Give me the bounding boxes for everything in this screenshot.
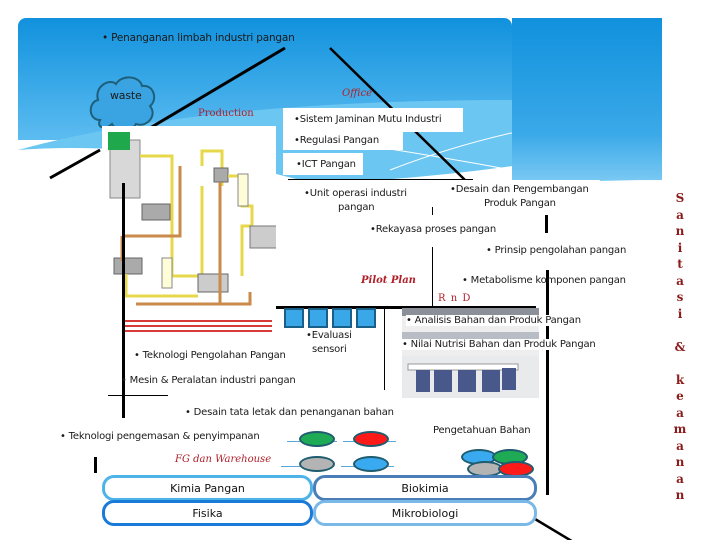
desain-box [440,180,600,214]
office-item-box [283,108,463,132]
office-item-ict: •ICT Pangan [296,159,356,170]
pilot-unit-operasi: •Unit operasi industri [304,188,407,199]
oval-blue [353,456,389,472]
pilot-prinsip: • Prinsip pengolahan pangan [486,245,627,256]
foundation-biokimia: Biokimia [313,475,537,501]
pilot-unit-operasi-cont: pangan [338,202,375,213]
pilot-desain-pengembangan: •Desain dan Pengembangan [450,184,589,195]
side-label-letter: S [675,191,685,205]
oval-gray [299,456,335,472]
zone-label-pilot-plan: Pilot Plan [361,275,416,286]
zone-label-fg-warehouse: FG dan Warehouse [175,454,272,465]
office-item-box [283,132,403,150]
pilot-rnd-divider [432,247,433,307]
side-label-letter: i [677,240,683,255]
laboratory-bench-icon [402,308,539,398]
left-wall [122,183,125,418]
fg-wall [94,457,97,473]
side-label-letter: a [676,207,684,222]
production-flow-image [102,126,281,336]
side-label-letter: & [674,339,686,354]
production-evaluasi: •Evaluasi [306,330,352,341]
side-label-letter: a [676,273,684,288]
side-label-letter: n [675,455,685,469]
pilot-equipment-square [284,308,304,328]
side-label-letter [670,322,690,339]
pilot-desain-pengembangan-cont: Produk Pangan [484,198,556,209]
pilot-metabolisme: • Metabolisme komponen pangan [462,275,626,286]
zone-label-production: Production [198,108,254,119]
zone-label-rnd: R n D [438,293,472,304]
waste-handling-text: • Penanganan limbah industri pangan [102,32,295,44]
right-wall [546,270,549,495]
side-label-letter: n [675,224,685,238]
foundation-biokimia-label: Biokimia [401,481,449,495]
rnd-nilai-nutrisi: • Nilai Nutrisi Bahan dan Produk Pangan [402,339,598,350]
pilot-equipment-square [356,308,376,328]
pilot-equipment-square [332,308,352,328]
zone-label-office: Office [342,88,372,99]
side-label-letter: m [673,422,687,436]
roof-line-left-lower [49,148,101,180]
foundation-mikrobiologi-label: Mikrobiologi [391,506,459,520]
foundation-fisika: Fisika [102,500,313,526]
production-teknologi-pengolahan: • Teknologi Pengolahan Pangan [134,350,286,361]
side-label-letter: e [676,389,684,403]
side-label-letter: t [677,257,683,271]
waste-cloud-label: waste [110,89,142,102]
side-label-letter [670,355,690,372]
oval-red [353,431,389,447]
pilot-floor-line [276,306,536,309]
production-evaluasi-cont: sensori [312,344,347,355]
office-item-sistem: •Sistem Jaminan Mutu Industri [294,114,442,125]
office-item-box [283,153,363,175]
juice-process-diagram-icon [108,132,281,332]
side-label-letter: n [675,488,685,502]
production-mesin: • Mesin & Peralatan industri pangan [121,375,296,386]
office-divider [288,179,473,180]
side-label-letter: a [676,471,684,486]
rnd-left-divider [384,307,385,390]
divider-tick [545,215,548,233]
foundation-mikrobiologi: Mikrobiologi [313,500,537,526]
lab-photo [402,308,539,398]
foundation-fisika-label: Fisika [192,506,223,520]
foundation-kimia-pangan-label: Kimia Pangan [170,481,245,495]
production-teknologi-pengemasan: • Teknologi pengemasan & penyimpanan [60,431,260,442]
side-label-letter: i [677,306,683,321]
side-label-letter: s [676,290,684,304]
roof-line-left [149,46,286,130]
pilot-equipment-square [308,308,328,328]
divider-tick [432,207,433,215]
side-label-letter: k [675,372,685,387]
production-desain-tata: • Desain tata letak dan penanganan bahan [185,407,394,418]
production-pengetahuan-bahan: Pengetahuan Bahan [433,425,531,436]
oval-green [299,431,335,447]
office-item-regulasi: •Regulasi Pangan [294,135,379,146]
pilot-rekayasa: •Rekayasa proses pangan [370,224,496,235]
side-label-letter: a [676,438,684,453]
side-label-letter: a [676,405,684,420]
mesin-underline [108,395,168,396]
foundation-kimia-pangan: Kimia Pangan [102,475,313,501]
rnd-analisis: • Analisis Bahan dan Produk Pangan [406,315,583,326]
